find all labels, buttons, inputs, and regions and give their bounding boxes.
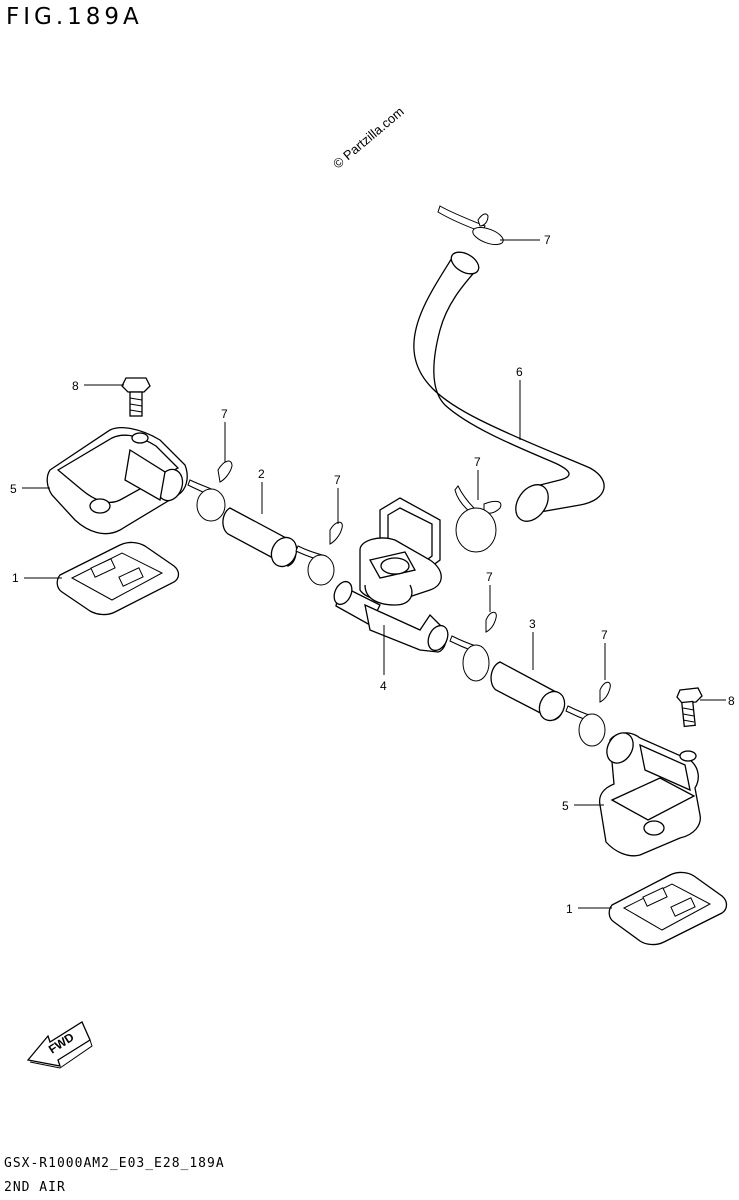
- callout-2: 2: [258, 467, 265, 481]
- fwd-arrow: FWD: [26, 1021, 93, 1069]
- callout-7-b: 7: [334, 473, 341, 487]
- callout-1-right: 1: [566, 902, 573, 916]
- callout-7-a: 7: [221, 407, 228, 421]
- callout-8-right: 8: [728, 694, 735, 708]
- callout-7-e: 7: [601, 628, 608, 642]
- section-subtitle: 2ND AIR: [4, 1180, 66, 1195]
- callout-7-d: 7: [486, 570, 493, 584]
- callouts: 1 1 2 3 4 5 5 6 7 7 7 7 7: [10, 233, 735, 916]
- valve-4[interactable]: [331, 497, 452, 654]
- callout-7-c: 7: [474, 455, 481, 469]
- cover-5-left[interactable]: [46, 427, 188, 535]
- reed-plate-1-right[interactable]: [608, 871, 728, 946]
- callout-1-left: 1: [12, 571, 19, 585]
- clamp-7-top[interactable]: [437, 205, 505, 248]
- bolt-8-left[interactable]: [121, 377, 151, 417]
- model-code: GSX-R1000AM2_E03_E28_189A: [4, 1156, 225, 1171]
- clamp-7-d[interactable]: [449, 611, 497, 682]
- callout-5-left: 5: [10, 482, 17, 496]
- callout-6: 6: [516, 365, 523, 379]
- callout-4: 4: [380, 679, 387, 693]
- clamp-7-a[interactable]: [187, 460, 233, 522]
- hose-6[interactable]: [413, 248, 605, 528]
- cover-5-right[interactable]: [598, 728, 701, 857]
- clamp-7-b[interactable]: [295, 521, 343, 586]
- hose-2[interactable]: [222, 507, 301, 571]
- bolt-8-right[interactable]: [676, 687, 703, 728]
- hose-3[interactable]: [490, 661, 569, 725]
- callout-3: 3: [529, 617, 536, 631]
- clamp-7-e[interactable]: [565, 681, 611, 747]
- reed-plate-1-left[interactable]: [56, 541, 180, 616]
- clamp-7-c[interactable]: [454, 485, 502, 553]
- callout-7-top: 7: [544, 233, 551, 247]
- callout-8-left: 8: [72, 379, 79, 393]
- callout-5-right: 5: [562, 799, 569, 813]
- figure-title: FIG.189A: [6, 4, 143, 30]
